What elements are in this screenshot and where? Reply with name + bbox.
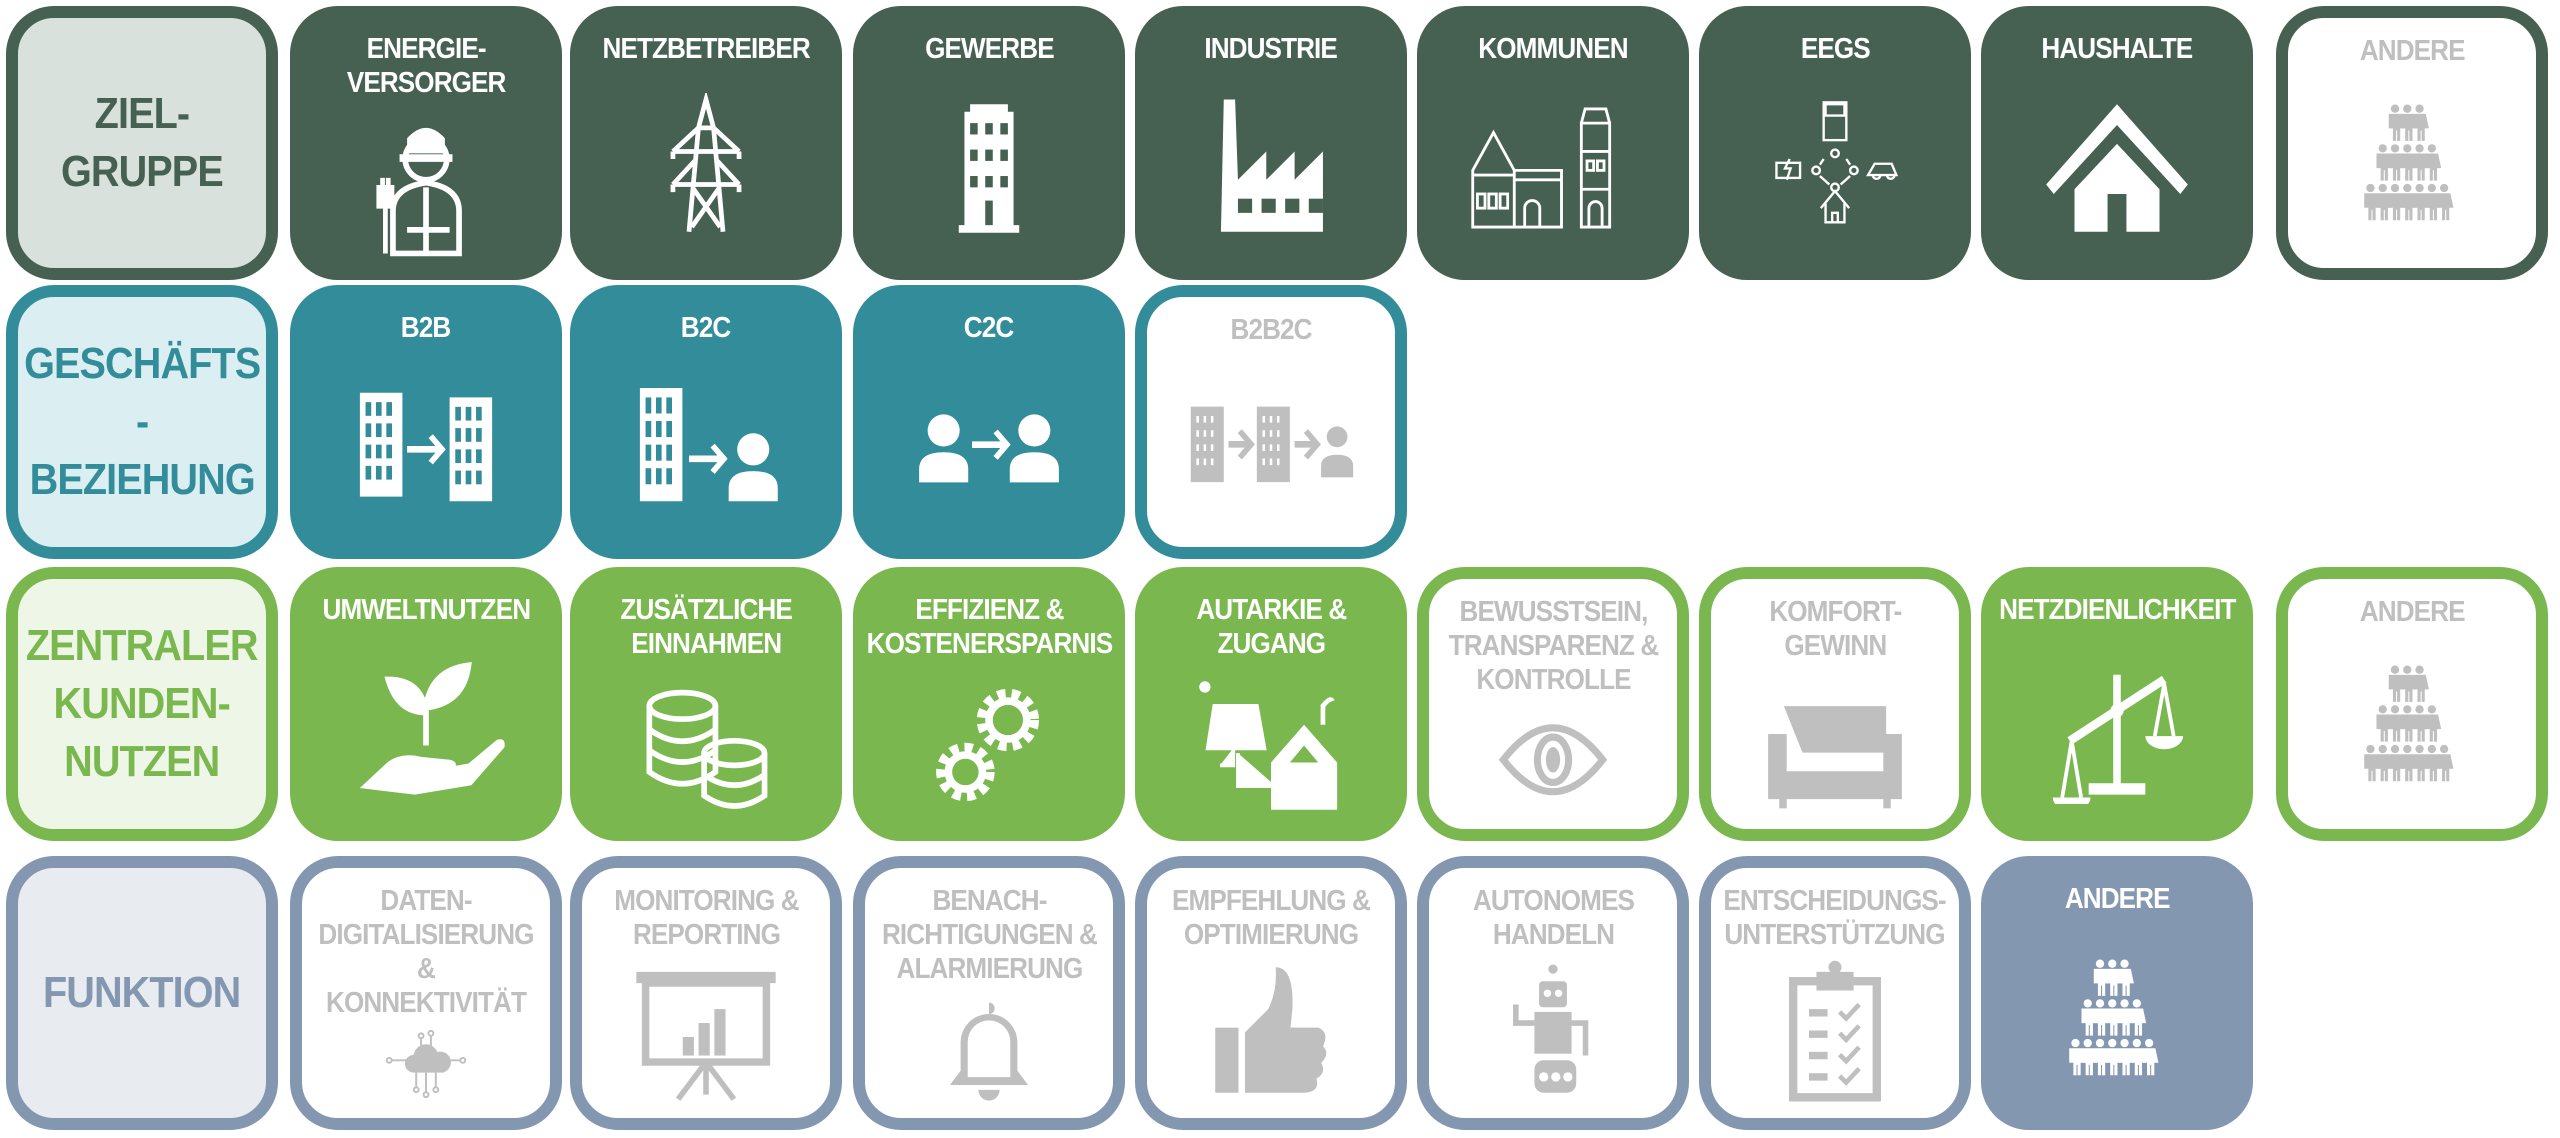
category-tile[interactable]: GEWERBE xyxy=(853,6,1125,280)
tile-label: MONITORING & REPORTING xyxy=(613,885,799,951)
checklist-icon xyxy=(1711,952,1959,1118)
factory-icon xyxy=(1135,66,1407,280)
gears-icon xyxy=(853,661,1125,841)
bell-icon xyxy=(865,986,1113,1118)
tile-label: B2B2C xyxy=(1230,314,1312,346)
energy-community-icon xyxy=(1699,66,1971,280)
solar-cabin-icon xyxy=(1135,661,1407,841)
scale-icon xyxy=(1981,627,2253,841)
tile-label: ZUSÄTZLICHE EINNAHMEN xyxy=(620,594,792,660)
building-to-building-icon xyxy=(290,345,562,559)
plant-hand-icon xyxy=(290,627,562,841)
building-to-person-icon xyxy=(570,345,842,559)
tile-label: ENERGIE- VERSORGER xyxy=(346,33,507,99)
robot-icon xyxy=(1429,952,1677,1118)
coins-icon xyxy=(570,661,842,841)
category-tile[interactable]: C2C xyxy=(853,285,1125,559)
tile-label: ANDERE xyxy=(2359,35,2466,67)
category-tile[interactable]: EFFIZIENZ & KOSTENERSPARNIS xyxy=(853,567,1125,841)
category-tile[interactable]: KOMFORT- GEWINN xyxy=(1699,567,1971,841)
tile-label: B2B xyxy=(401,312,451,344)
tile-label: GEWERBE xyxy=(924,33,1054,65)
tile-label: KOMMUNEN xyxy=(1478,33,1628,65)
row-label-tile: ZIEL- GRUPPE xyxy=(6,6,278,280)
town-icon xyxy=(1417,66,1689,280)
sofa-icon xyxy=(1711,663,1959,829)
row-label: ZIEL- GRUPPE xyxy=(61,89,224,196)
tile-label: B2C xyxy=(681,312,731,344)
tile-label: ANDERE xyxy=(2064,883,2171,915)
category-tile[interactable]: NETZDIENLICHKEIT xyxy=(1981,567,2253,841)
eye-icon xyxy=(1429,697,1677,829)
tile-label: INDUSTRIE xyxy=(1204,33,1338,65)
row-label-tile: FUNKTION xyxy=(6,856,278,1130)
thumbs-up-icon xyxy=(1147,952,1395,1118)
category-tile[interactable]: HAUSHALTE xyxy=(1981,6,2253,280)
tile-label: HAUSHALTE xyxy=(2041,33,2194,65)
category-tile[interactable]: KOMMUNEN xyxy=(1417,6,1689,280)
tile-label: BENACH- RICHTIGUNGEN & ALARMIERUNG xyxy=(881,885,1097,985)
people-pyramid-icon xyxy=(2288,68,2536,268)
row-label-tile: ZENTRALER KUNDEN- NUTZEN xyxy=(6,567,278,841)
tile-label: BEWUSSTSEIN, TRANSPARENZ & KONTROLLE xyxy=(1448,596,1659,696)
category-tile[interactable]: B2B xyxy=(290,285,562,559)
row-label-tile: GESCHÄFTS -BEZIEHUNG xyxy=(6,285,278,559)
category-tile[interactable]: AUTONOMES HANDELN xyxy=(1417,856,1689,1130)
category-tile[interactable]: B2B2C xyxy=(1135,285,1407,559)
cloud-network-icon xyxy=(302,1020,550,1118)
category-tile[interactable]: MONITORING & REPORTING xyxy=(570,856,842,1130)
power-tower-icon xyxy=(570,66,842,280)
office-building-icon xyxy=(853,66,1125,280)
tile-label: AUTARKIE & ZUGANG xyxy=(1195,594,1347,660)
category-tile[interactable]: ZUSÄTZLICHE EINNAHMEN xyxy=(570,567,842,841)
tile-label: UMWELTNUTZEN xyxy=(322,594,531,626)
category-tile[interactable]: ANDERE xyxy=(2276,567,2548,841)
category-tile[interactable]: DATEN- DIGITALISIERUNG & KONNEKTIVITÄT xyxy=(290,856,562,1130)
tile-label: DATEN- DIGITALISIERUNG & KONNEKTIVITÄT xyxy=(318,885,534,1019)
category-tile[interactable]: ANDERE xyxy=(2276,6,2548,280)
house-icon xyxy=(1981,66,2253,280)
building-building-person-icon xyxy=(1147,347,1395,547)
row-label: ZENTRALER KUNDEN- NUTZEN xyxy=(26,621,259,786)
category-tile[interactable]: EEGS xyxy=(1699,6,1971,280)
category-tile[interactable]: UMWELTNUTZEN xyxy=(290,567,562,841)
tile-label: AUTONOMES HANDELN xyxy=(1472,885,1634,951)
tile-label: EMPFEHLUNG & OPTIMIERUNG xyxy=(1172,885,1371,951)
category-tile[interactable]: EMPFEHLUNG & OPTIMIERUNG xyxy=(1135,856,1407,1130)
tile-label: NETZBETREIBER xyxy=(602,33,810,65)
category-tile[interactable]: ANDERE xyxy=(1981,856,2253,1130)
person-to-person-icon xyxy=(853,345,1125,559)
tile-label: ENTSCHEIDUNGS- UNTERSTÜTZUNG xyxy=(1723,885,1947,951)
people-pyramid-icon xyxy=(2288,629,2536,829)
tile-label: EFFIZIENZ & KOSTENERSPARNIS xyxy=(866,594,1113,660)
people-pyramid-icon xyxy=(1981,916,2253,1130)
category-tile[interactable]: AUTARKIE & ZUGANG xyxy=(1135,567,1407,841)
tile-label: NETZDIENLICHKEIT xyxy=(1998,594,2236,626)
category-tile[interactable]: BENACH- RICHTIGUNGEN & ALARMIERUNG xyxy=(853,856,1125,1130)
category-tile[interactable]: ENERGIE- VERSORGER xyxy=(290,6,562,280)
category-tile[interactable]: NETZBETREIBER xyxy=(570,6,842,280)
worker-icon xyxy=(290,100,562,280)
row-label: FUNKTION xyxy=(43,968,241,1017)
category-tile[interactable]: B2C xyxy=(570,285,842,559)
category-tile[interactable]: BEWUSSTSEIN, TRANSPARENZ & KONTROLLE xyxy=(1417,567,1689,841)
tile-label: EEGS xyxy=(1800,33,1871,65)
category-tile[interactable]: INDUSTRIE xyxy=(1135,6,1407,280)
row-label: GESCHÄFTS -BEZIEHUNG xyxy=(23,339,261,504)
category-tile[interactable]: ENTSCHEIDUNGS- UNTERSTÜTZUNG xyxy=(1699,856,1971,1130)
tile-label: C2C xyxy=(964,312,1014,344)
tile-label: ANDERE xyxy=(2359,596,2466,628)
presentation-chart-icon xyxy=(582,952,830,1118)
tile-label: KOMFORT- GEWINN xyxy=(1769,596,1902,662)
